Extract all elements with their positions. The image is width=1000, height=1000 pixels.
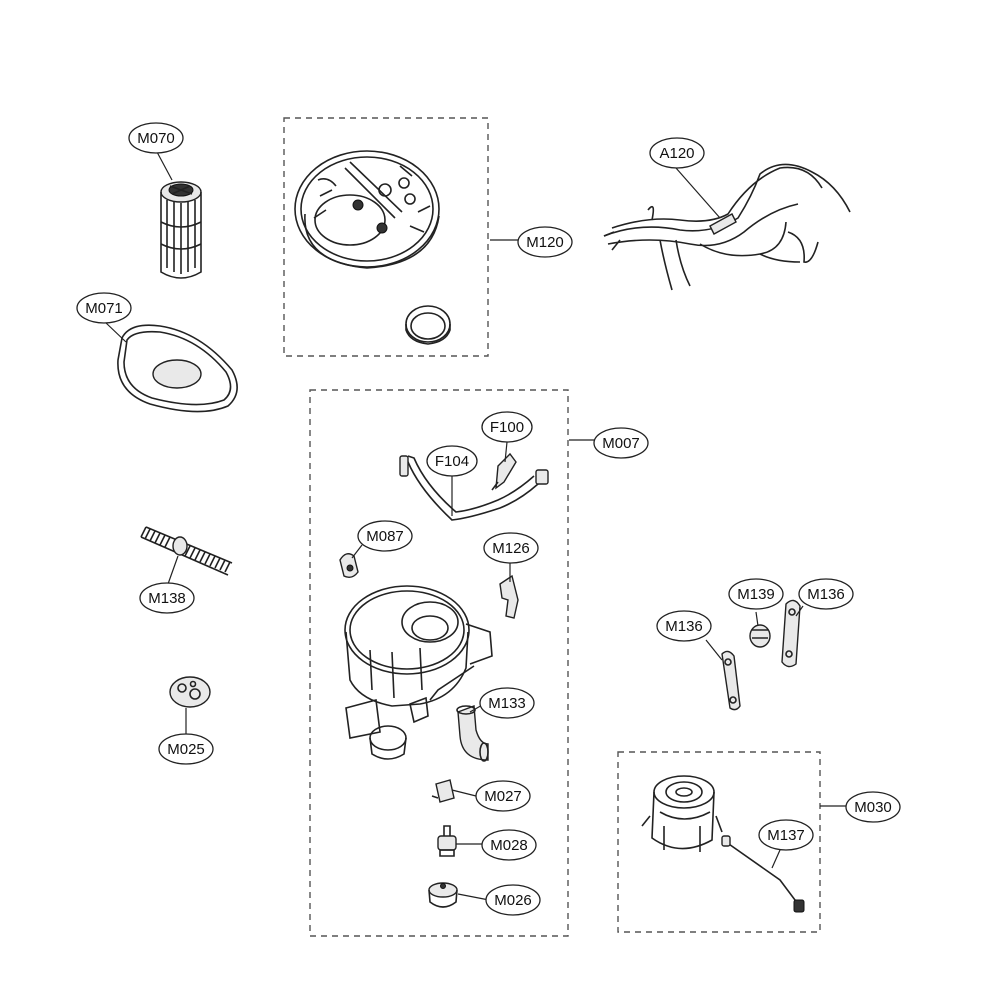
callout-m136-right-label: M136 xyxy=(807,586,845,603)
group-box-m120 xyxy=(283,117,489,357)
callout-m087[interactable]: M087 xyxy=(357,520,413,552)
callout-f104-label: F104 xyxy=(435,453,469,470)
small-clip-part[interactable] xyxy=(339,553,359,579)
callout-m070-label: M070 xyxy=(137,130,175,147)
callout-m120-label: M120 xyxy=(526,234,564,251)
callout-m070[interactable]: M070 xyxy=(128,122,184,154)
thermistor-part[interactable] xyxy=(437,825,457,857)
group-box-m007 xyxy=(309,389,569,937)
callout-m071[interactable]: M071 xyxy=(76,292,132,324)
callout-m026-label: M026 xyxy=(494,892,532,909)
callout-m027-label: M027 xyxy=(484,788,522,805)
group-box-m030 xyxy=(617,751,821,933)
motor-cable-part[interactable] xyxy=(721,835,805,913)
callout-a120-label: A120 xyxy=(659,145,694,162)
callout-m136-right[interactable]: M136 xyxy=(798,578,854,610)
wire-harness-part[interactable] xyxy=(603,163,851,291)
callout-m139-label: M139 xyxy=(737,586,775,603)
mount-bracket-left-part[interactable] xyxy=(721,650,741,711)
callout-a120[interactable]: A120 xyxy=(649,137,705,169)
callout-m071-label: M071 xyxy=(85,300,123,317)
filter-cylinder-part[interactable] xyxy=(160,181,202,279)
callout-m028[interactable]: M028 xyxy=(481,829,537,861)
callout-m030-label: M030 xyxy=(854,799,892,816)
motor-assembly-part[interactable] xyxy=(641,775,723,852)
callout-m136-left-label: M136 xyxy=(665,618,703,635)
callout-m030[interactable]: M030 xyxy=(845,791,901,823)
callout-m026[interactable]: M026 xyxy=(485,884,541,916)
tube-clip-part[interactable] xyxy=(491,452,517,491)
callout-m025-label: M025 xyxy=(167,741,205,758)
cap-disc-part[interactable] xyxy=(169,676,211,708)
callout-m126[interactable]: M126 xyxy=(483,532,539,564)
callout-f100-label: F100 xyxy=(490,419,524,436)
sump-cover-part[interactable] xyxy=(294,150,440,269)
seal-ring-part[interactable] xyxy=(405,305,451,345)
mount-bracket-right-part[interactable] xyxy=(781,599,801,668)
callout-m027[interactable]: M027 xyxy=(475,780,531,812)
callout-m138[interactable]: M138 xyxy=(139,582,195,614)
callout-m139[interactable]: M139 xyxy=(728,578,784,610)
callout-f100[interactable]: F100 xyxy=(481,411,533,443)
callout-m133[interactable]: M133 xyxy=(479,687,535,719)
hose-part[interactable] xyxy=(140,526,233,576)
sensor-part[interactable] xyxy=(431,779,455,803)
callout-m133-label: M133 xyxy=(488,695,526,712)
callout-m025[interactable]: M025 xyxy=(158,733,214,765)
callout-f104[interactable]: F104 xyxy=(426,445,478,477)
callout-m137[interactable]: M137 xyxy=(758,819,814,851)
fill-tube-part[interactable] xyxy=(399,455,549,521)
callout-m007-label: M007 xyxy=(602,435,640,452)
callout-m120[interactable]: M120 xyxy=(517,226,573,258)
gasket-plate-part[interactable] xyxy=(117,324,238,413)
sump-housing-part[interactable] xyxy=(344,585,493,760)
callout-m138-label: M138 xyxy=(148,590,186,607)
drain-cap-part[interactable] xyxy=(428,882,458,908)
callout-m136-left[interactable]: M136 xyxy=(656,610,712,642)
grommet-part[interactable] xyxy=(749,624,771,648)
callout-m137-label: M137 xyxy=(767,827,805,844)
callout-m126-label: M126 xyxy=(492,540,530,557)
callout-m007[interactable]: M007 xyxy=(593,427,649,459)
callout-m028-label: M028 xyxy=(490,837,528,854)
bracket-part[interactable] xyxy=(499,574,519,619)
elbow-pipe-part[interactable] xyxy=(456,705,489,762)
callout-m087-label: M087 xyxy=(366,528,404,545)
